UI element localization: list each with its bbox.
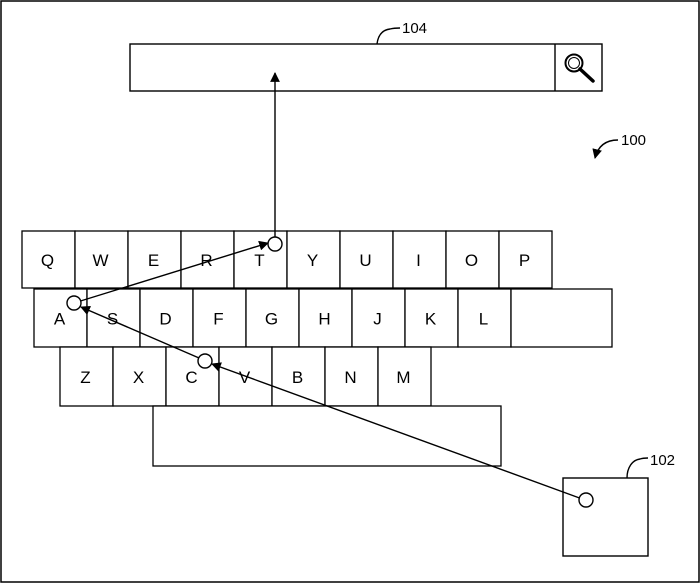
magnifier-icon[interactable] (564, 53, 595, 83)
key-cap[interactable] (86, 288, 141, 348)
touch-point-t (267, 236, 283, 252)
key-label: D (159, 310, 171, 329)
key-label: A (54, 310, 66, 329)
key-cap[interactable] (457, 288, 512, 348)
key-label: X (133, 368, 144, 387)
key-label: C (185, 368, 197, 387)
key-g[interactable]: G (245, 288, 300, 348)
key-x[interactable]: X (112, 346, 167, 407)
key-label: K (425, 310, 437, 329)
ref-leader-104 (376, 27, 401, 45)
key-label: E (148, 251, 159, 270)
key-cap[interactable] (245, 288, 300, 348)
key-label: F (213, 310, 223, 329)
key-cap[interactable] (377, 346, 432, 407)
key-l[interactable]: L (457, 288, 512, 348)
ref-label-104: 104 (402, 20, 427, 37)
key-o[interactable]: O (445, 230, 500, 289)
key-i[interactable]: I (392, 230, 447, 289)
key-d[interactable]: D (139, 288, 194, 348)
key-cap[interactable] (59, 346, 114, 407)
key-k[interactable]: K (404, 288, 459, 348)
search-box[interactable] (129, 43, 603, 92)
key-label: Z (80, 368, 90, 387)
touch-pad[interactable] (562, 477, 649, 557)
gesture-path (66, 72, 594, 508)
path-segment-a-to-t (73, 240, 269, 304)
key-b[interactable]: B (271, 346, 326, 407)
ref-label-100: 100 (621, 132, 646, 149)
key-n[interactable]: N (324, 346, 379, 407)
key-cap[interactable] (351, 288, 406, 348)
key-y[interactable]: Y (286, 230, 341, 289)
key-r[interactable]: R (180, 230, 235, 289)
ref-label-102: 102 (650, 452, 675, 469)
key-cap[interactable] (139, 288, 194, 348)
key-cap[interactable] (112, 346, 167, 407)
key-p[interactable]: P (498, 230, 553, 289)
key-h[interactable]: H (298, 288, 353, 348)
key-cap[interactable] (180, 230, 235, 289)
touch-point-pad (578, 492, 594, 508)
key-cap[interactable] (192, 288, 247, 348)
key-s[interactable]: S (86, 288, 141, 348)
key-label: J (373, 310, 382, 329)
key-e[interactable]: E (127, 230, 182, 289)
key-u[interactable]: U (339, 230, 394, 289)
key-label: L (479, 310, 488, 329)
key-m[interactable]: M (377, 346, 432, 407)
key-label: V (239, 368, 251, 387)
key-cap[interactable] (445, 230, 500, 289)
key-label: M (396, 368, 410, 387)
key-cap[interactable] (339, 230, 394, 289)
key-w[interactable]: W (74, 230, 129, 289)
key-label: T (254, 251, 264, 270)
key-cap[interactable] (33, 288, 88, 348)
on-screen-keyboard: Q W E R T Y U I O P A S D F G H J K L Z X C V B N M (21, 230, 613, 467)
key-cap[interactable] (298, 288, 353, 348)
key-label: Y (307, 251, 318, 270)
key-cap[interactable] (74, 230, 129, 289)
search-field[interactable] (129, 43, 603, 92)
space-bar[interactable] (152, 405, 502, 467)
key-cap[interactable] (498, 230, 553, 289)
touch-point-c (197, 353, 213, 369)
path-segment-c-to-a (80, 305, 207, 362)
key-label: S (107, 310, 118, 329)
key-label: P (519, 251, 530, 270)
path-segment-pad-to-c (211, 362, 586, 501)
key-label: G (265, 310, 278, 329)
key-f[interactable]: F (192, 288, 247, 348)
key-label: N (344, 368, 356, 387)
key-a[interactable]: A (33, 288, 88, 348)
key-z[interactable]: Z (59, 346, 114, 407)
touch-point-a (66, 295, 82, 311)
key-label: H (318, 310, 330, 329)
key-j[interactable]: J (351, 288, 406, 348)
key-label: W (92, 251, 108, 270)
ref-leader-102 (626, 457, 649, 479)
key-cap[interactable] (392, 230, 447, 289)
key-label: R (200, 251, 212, 270)
key-label: U (359, 251, 371, 270)
key-q[interactable]: Q (21, 230, 76, 289)
key-label: B (292, 368, 303, 387)
enter-key[interactable] (510, 288, 613, 348)
key-label: O (465, 251, 478, 270)
ref-leader-100 (592, 139, 619, 159)
key-label: Q (41, 251, 54, 270)
key-label: I (416, 251, 421, 270)
